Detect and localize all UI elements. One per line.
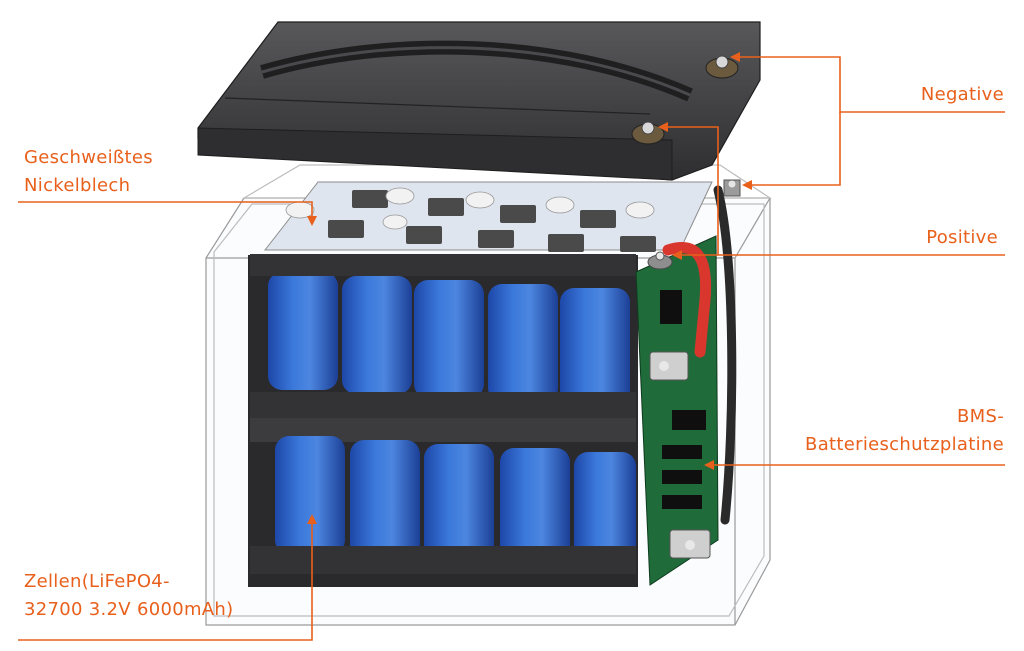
- battery-lid: [197, 21, 761, 181]
- label-negative: Negative: [920, 84, 1004, 105]
- cells-upper-row: [268, 272, 630, 406]
- nickel-plate: [263, 181, 713, 252]
- label-bms-line1: BMS-: [957, 406, 1004, 427]
- label-bms: BMS- Batterieschutzplatine: [805, 403, 1004, 459]
- negative-cable: [713, 185, 737, 525]
- label-cells-line2: 32700 3.2V 6000mAh): [24, 599, 234, 620]
- terminal-positive-case: [647, 251, 673, 270]
- leader-arrowheads: [307, 52, 752, 524]
- positive-cable: [662, 242, 712, 358]
- cell-pack: [248, 254, 638, 587]
- leader-lines: [18, 56, 1005, 641]
- label-cells: Zellen(LiFePO4- 32700 3.2V 6000mAh): [24, 568, 233, 624]
- leader-nickel: [18, 201, 313, 222]
- leader-negative: [734, 56, 1005, 113]
- label-nickel-plate: Geschweißtes Nickelblech: [24, 144, 153, 200]
- label-positive: Positive: [926, 227, 998, 248]
- label-nickel-line1: Geschweißtes: [24, 147, 153, 168]
- terminal-negative-lid: [705, 55, 739, 79]
- label-cells-line1: Zellen(LiFePO4-: [24, 571, 170, 592]
- label-bms-line2: Batterieschutzplatine: [805, 434, 1004, 455]
- terminal-negative-case: [723, 179, 741, 197]
- leader-cells: [18, 520, 313, 641]
- leader-positive: [662, 126, 1005, 256]
- leader-negative-case: [746, 112, 841, 186]
- terminal-positive-lid: [631, 121, 665, 145]
- label-nickel-line2: Nickelblech: [24, 175, 131, 196]
- cells-lower-row: [275, 436, 636, 570]
